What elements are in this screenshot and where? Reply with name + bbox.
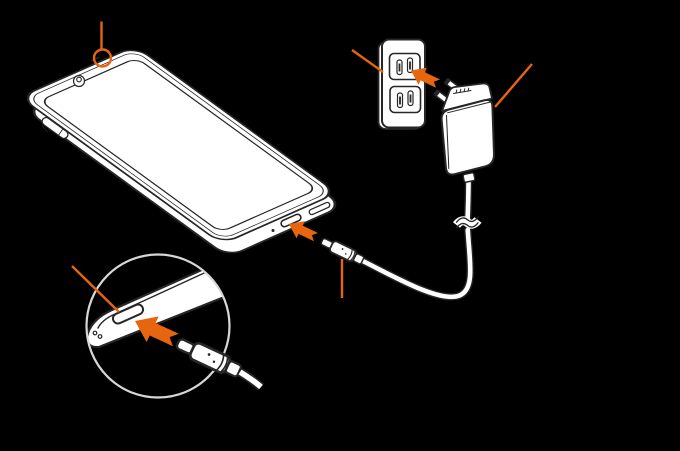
inset-cable-stub	[237, 368, 264, 391]
indicator-circle-icon	[92, 48, 113, 68]
camera-notch	[72, 74, 86, 88]
inset-screw-hole	[92, 330, 98, 336]
outlet-receptacle-lower	[389, 85, 422, 114]
phone-edge-chamfer	[33, 53, 324, 237]
smartphone	[26, 49, 337, 254]
sim-card-tray	[41, 116, 69, 140]
cable-break-mark	[452, 216, 482, 229]
usb-cable	[358, 177, 482, 301]
inset-usb-c-port	[111, 303, 145, 325]
magnified-port-inset	[71, 253, 264, 399]
adapter-body	[440, 99, 496, 176]
adapter-top-face	[441, 82, 493, 112]
inset-phone-edge	[86, 254, 230, 349]
phone-front-face	[26, 49, 331, 241]
speaker-slot	[308, 201, 331, 216]
outlet-slots-lower	[396, 90, 414, 109]
adapter-cable-nub	[462, 172, 476, 183]
inset-screw-hole	[97, 334, 103, 339]
adapter-prong-base	[453, 87, 472, 94]
callout-line-outlet	[351, 49, 384, 73]
wall-outlet	[377, 38, 426, 130]
front-camera-icon	[76, 76, 82, 83]
ac-adapter	[433, 78, 496, 183]
callout-line-inset-port	[71, 265, 120, 313]
outlet-slots-upper	[396, 57, 414, 76]
phone-screen	[43, 60, 314, 230]
bottom-microphone	[271, 229, 275, 232]
inset-circle-icon	[85, 253, 231, 399]
callout-line-adapter	[494, 63, 533, 108]
